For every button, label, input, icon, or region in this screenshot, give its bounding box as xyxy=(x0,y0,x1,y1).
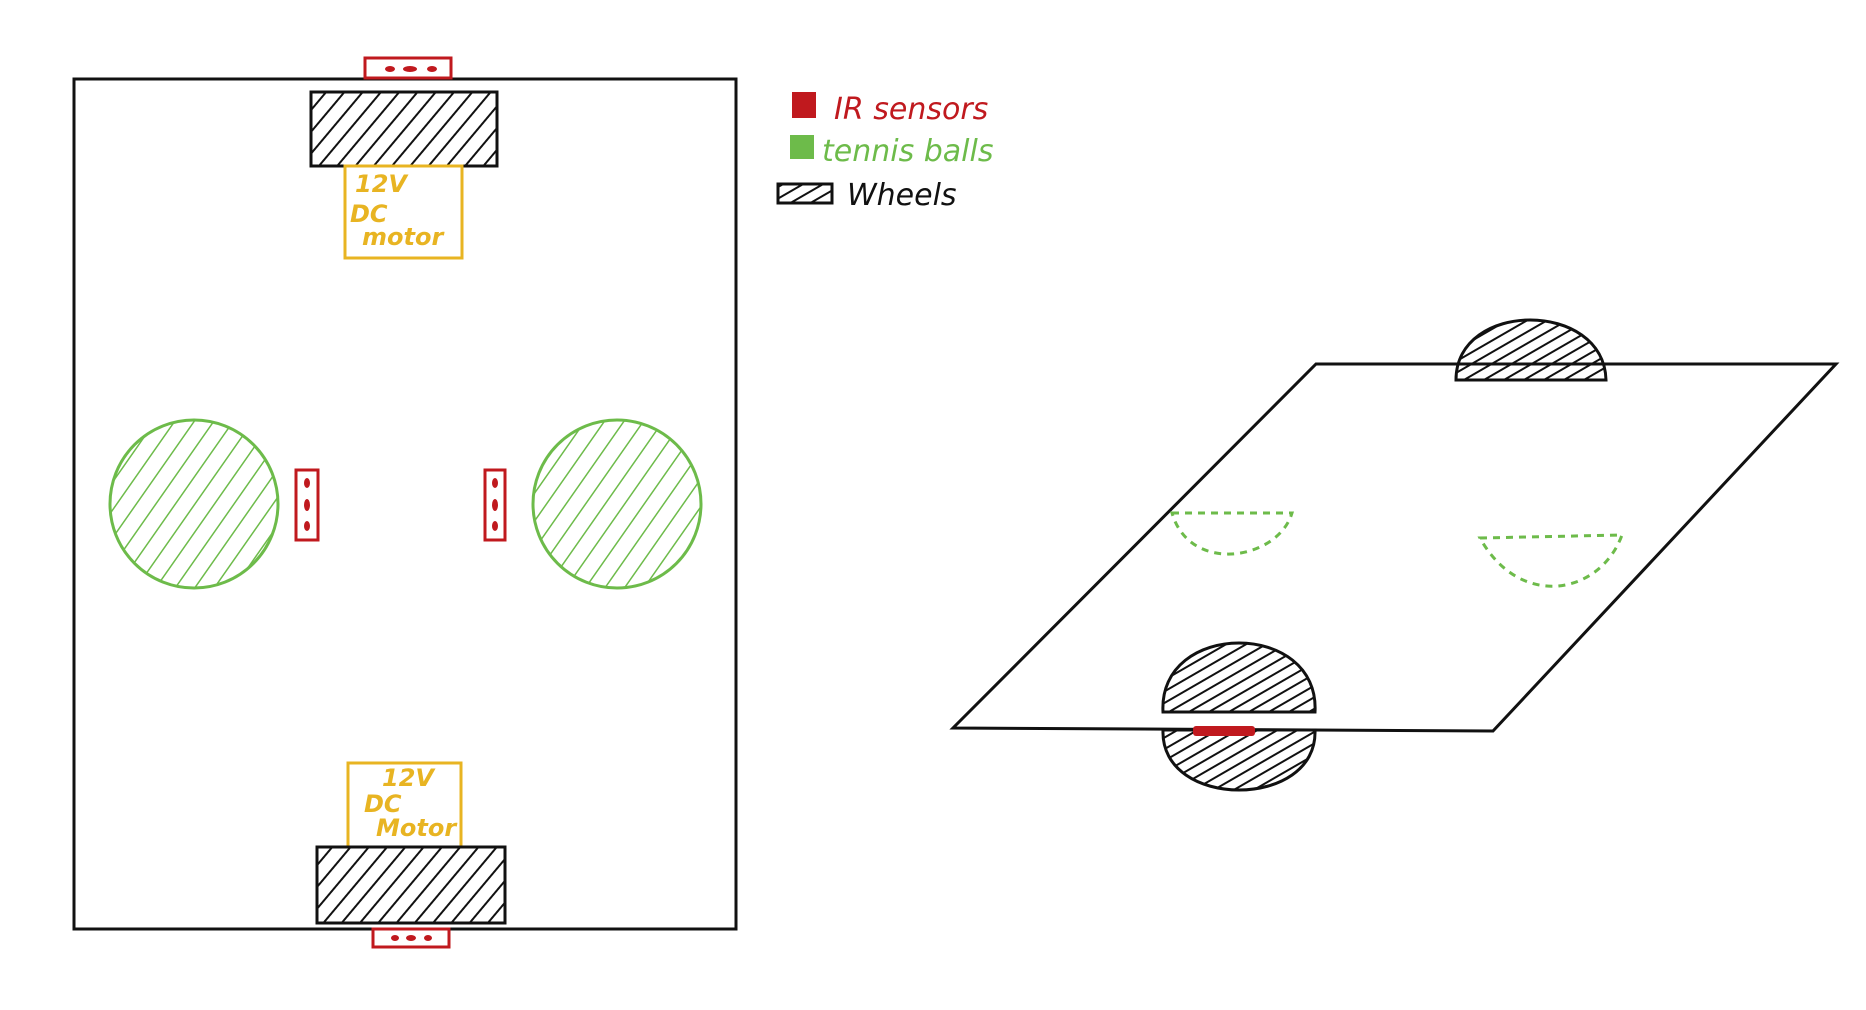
legend-ball-label: tennis balls xyxy=(822,134,993,169)
motor-rear-line2: DC xyxy=(364,790,402,818)
ball-slot-right xyxy=(1477,533,1625,588)
perspective-view xyxy=(949,318,1840,792)
tennis-ball-left xyxy=(108,418,280,590)
wheel-rear xyxy=(315,845,507,925)
top-view: 12V DC motor 12V DC Motor xyxy=(72,56,738,949)
ir-sensor-front xyxy=(363,56,453,80)
platform xyxy=(949,362,1840,733)
dc-motor-front: 12V DC motor xyxy=(343,164,464,260)
tennis-ball-right xyxy=(531,418,703,590)
wheel-front-3d-upper xyxy=(1161,641,1317,714)
wheel-front xyxy=(309,90,499,168)
wheel-rear-3d xyxy=(1454,318,1608,382)
motor-rear-line3: Motor xyxy=(376,814,458,842)
legend-ball-swatch xyxy=(790,135,814,159)
legend: IR sensors tennis balls Wheels xyxy=(776,92,993,213)
wheel-front-3d-lower xyxy=(1161,728,1317,792)
ir-sensor-right xyxy=(483,468,507,542)
ir-sensor-rear xyxy=(371,927,451,949)
legend-wheel-label: Wheels xyxy=(847,178,957,213)
ball-slot-left xyxy=(1169,511,1295,556)
motor-front-line3: motor xyxy=(362,223,445,251)
legend-ir-label: IR sensors xyxy=(834,92,988,127)
legend-ir-swatch xyxy=(792,92,816,118)
motor-rear-line1: 12V xyxy=(382,764,436,792)
dc-motor-rear: 12V DC Motor xyxy=(346,761,463,849)
ir-sensor-left xyxy=(294,468,320,542)
legend-wheel-swatch xyxy=(776,182,834,205)
ir-sensor-front-3d xyxy=(1193,726,1255,736)
motor-front-line2: DC xyxy=(350,200,388,228)
motor-front-line1: 12V xyxy=(355,170,409,198)
